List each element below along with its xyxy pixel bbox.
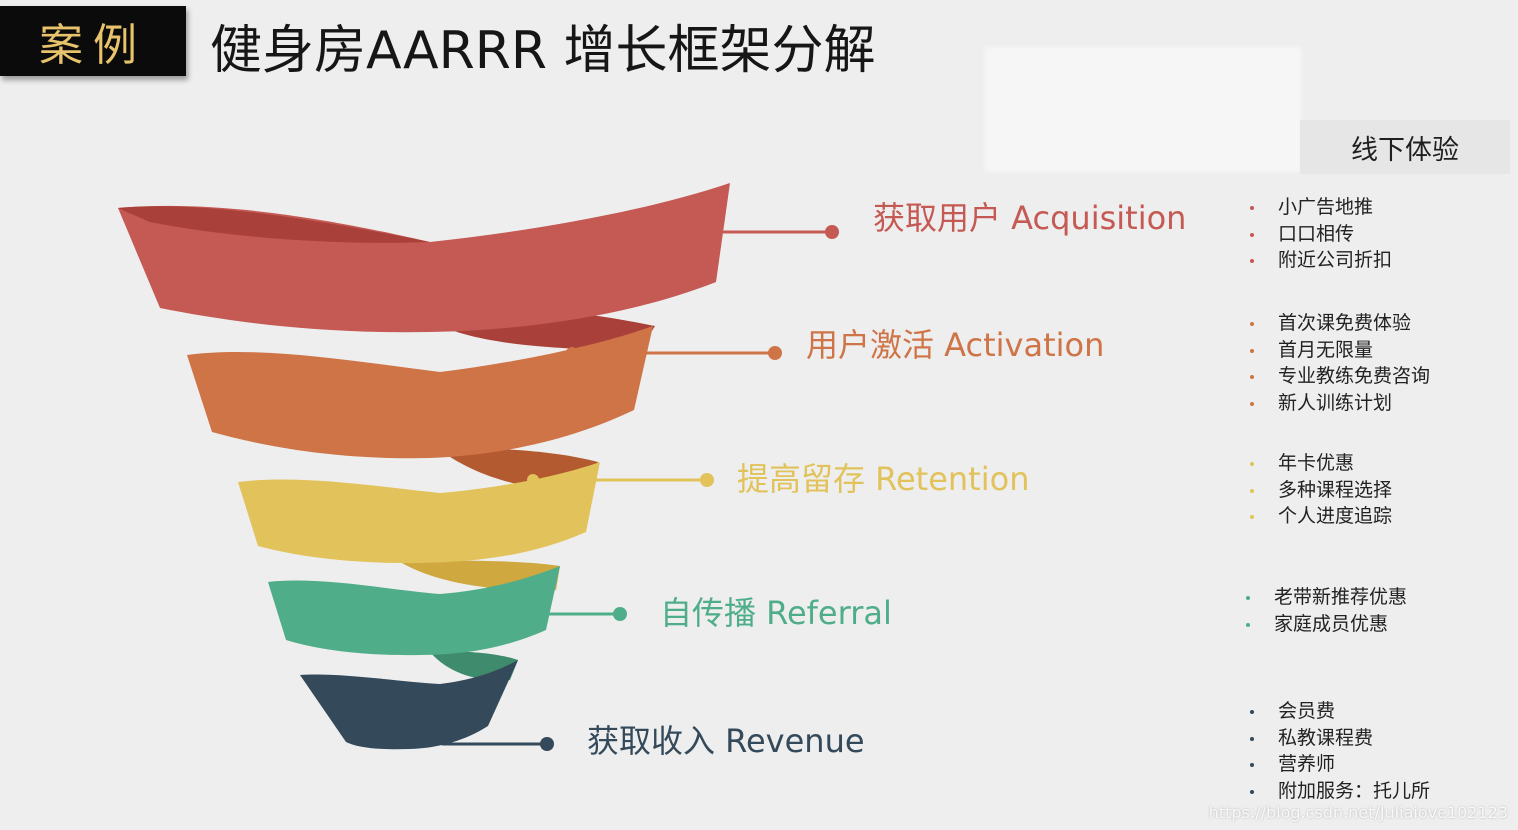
bullet-dot (1250, 232, 1254, 237)
bullet-list-referral: 老带新推荐优惠 家庭成员优惠 (1240, 584, 1407, 637)
bullet-list-retention: 年卡优惠 多种课程选择 个人进度追踪 (1244, 450, 1392, 530)
watermark-url: https://blog.csdn.net/Juliaiove102123 (1208, 803, 1508, 822)
list-item: 新人训练计划 (1244, 390, 1430, 417)
funnel-band-referral (268, 566, 560, 656)
list-item: 会员费 (1244, 698, 1430, 725)
bullet-dot (1250, 789, 1254, 794)
list-item: 专业教练免费咨询 (1244, 363, 1430, 390)
bullet-list-revenue: 会员费 私教课程费 营养师 附加服务：托儿所 (1244, 698, 1430, 804)
bullet-dot (1250, 401, 1254, 406)
leader-dot-activation (768, 346, 782, 360)
list-item: 私教课程费 (1244, 725, 1430, 752)
list-item: 多种课程选择 (1244, 477, 1392, 504)
leader-dot-revenue (540, 737, 554, 751)
stage-label-activation: 用户激活 Activation (806, 326, 1105, 364)
leader-dot-referral (613, 607, 627, 621)
bullet-dot (1250, 259, 1254, 263)
list-item: 小广告地推 (1244, 194, 1392, 221)
page-title: 健身房AARRR 增长框架分解 (210, 21, 876, 81)
list-item: 首月无限量 (1244, 337, 1430, 364)
bullet-dot (1250, 375, 1254, 379)
funnel-band-retention (238, 462, 600, 564)
bullet-dot (1246, 596, 1250, 600)
bullet-dot (1250, 515, 1254, 519)
stage-label-acquisition: 获取用户 Acquisition (873, 199, 1187, 237)
case-tag: 案例 (0, 6, 186, 76)
bullet-dot (1250, 710, 1254, 714)
bullet-list-activation: 首次课免费体验 首月无限量 专业教练免费咨询 新人训练计划 (1244, 310, 1430, 416)
list-item: 口口相传 (1244, 221, 1392, 248)
bullet-dot (1250, 206, 1254, 210)
bullet-dot (1250, 736, 1254, 741)
stage-label-referral: 自传播 Referral (660, 594, 892, 632)
list-item: 家庭成员优惠 (1240, 611, 1407, 638)
leader-dot-retention-start (527, 474, 539, 486)
funnel-band-acquisition-fold (118, 206, 430, 243)
bullet-dot (1250, 462, 1254, 466)
funnel-band-revenue (300, 660, 518, 750)
blurred-region (985, 47, 1301, 172)
leader-dot-activation-start (566, 347, 578, 359)
stage-label-retention: 提高留存 Retention (737, 460, 1030, 498)
bullet-dot (1246, 622, 1250, 627)
bullet-dot (1250, 348, 1254, 353)
case-tag-label: 案例 (39, 20, 147, 71)
leader-dot-acquisition (825, 225, 839, 239)
leader-dot-retention (700, 473, 714, 487)
bullet-dot (1250, 488, 1254, 493)
list-item: 附加服务：托儿所 (1244, 778, 1430, 805)
funnel-band-activation (187, 326, 653, 459)
stage-label-revenue: 获取收入 Revenue (587, 722, 865, 760)
list-item: 个人进度追踪 (1244, 503, 1392, 530)
bullet-dot (1250, 322, 1254, 326)
list-item: 首次课免费体验 (1244, 310, 1430, 337)
list-item: 年卡优惠 (1244, 450, 1392, 477)
list-item: 附近公司折扣 (1244, 247, 1392, 274)
list-item: 营养师 (1244, 751, 1430, 778)
bullet-dot (1250, 763, 1254, 767)
bullet-list-acquisition: 小广告地推 口口相传 附近公司折扣 (1244, 194, 1392, 274)
list-item: 老带新推荐优惠 (1240, 584, 1407, 611)
funnel-band-acquisition (118, 183, 730, 333)
offline-experience-label: 线下体验 (1300, 120, 1510, 174)
